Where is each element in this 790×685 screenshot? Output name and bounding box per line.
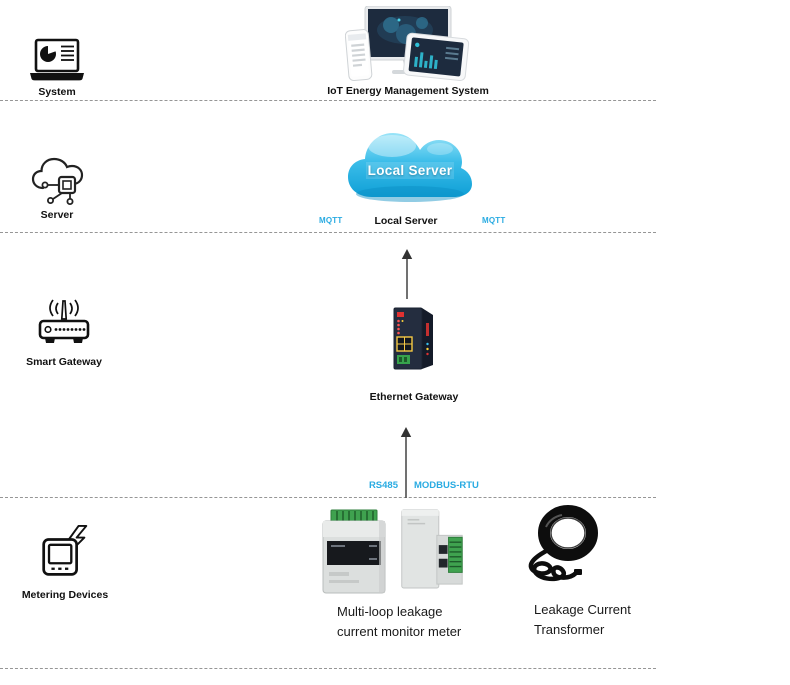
modbus-rtu-label: MODBUS-RTU (414, 480, 479, 491)
ct-caption-line1: Leakage Current (534, 602, 631, 617)
up-arrow-cloud (401, 249, 413, 299)
energy-meter-icon (42, 524, 88, 576)
wifi-router-icon (38, 299, 90, 343)
ct-caption: Leakage Current Transformer (534, 600, 631, 640)
metering-label: Metering Devices (21, 589, 109, 601)
industrial-gateway-image (393, 307, 433, 370)
separator-gateway-metering (0, 497, 656, 498)
separator-server-gateway (0, 232, 656, 233)
meter-caption-line2: current monitor meter (337, 624, 462, 639)
ethernet-gateway-caption: Ethernet Gateway (369, 391, 459, 403)
system-label: System (38, 86, 76, 98)
metering-node: Metering Devices (21, 524, 109, 601)
mqtt-right-label: MQTT (482, 216, 506, 225)
separator-system-server (0, 100, 656, 101)
cloud-title: Local Server (367, 163, 453, 178)
smart-gateway-label: Smart Gateway (26, 356, 102, 368)
meter-caption-line1: Multi-loop leakage (337, 604, 443, 619)
current-transformer-image (528, 505, 598, 582)
dashboard-devices-image (345, 6, 470, 82)
din-rail-meter-image (322, 509, 386, 594)
server-label: Server (40, 209, 74, 221)
ems-node: IoT Energy Management System (327, 6, 489, 97)
din-rail-meter-image-2 (401, 509, 463, 589)
system-node: System (13, 37, 101, 98)
smart-gateway-node: Smart Gateway (19, 295, 109, 368)
server-node: Server (17, 154, 97, 221)
ct-caption-line2: Transformer (534, 622, 605, 637)
rs485-label: RS485 (368, 480, 398, 491)
mqtt-left-label: MQTT (319, 216, 343, 225)
local-server-cloud (348, 133, 472, 202)
up-arrow-gateway (400, 427, 412, 498)
separator-bottom (0, 668, 656, 669)
cloud-network-icon (31, 157, 84, 206)
meter-caption: Multi-loop leakage current monitor meter (337, 602, 461, 642)
local-server-caption: Local Server (374, 215, 438, 227)
ems-label: IoT Energy Management System (327, 85, 489, 97)
laptop-chart-icon (30, 38, 84, 81)
